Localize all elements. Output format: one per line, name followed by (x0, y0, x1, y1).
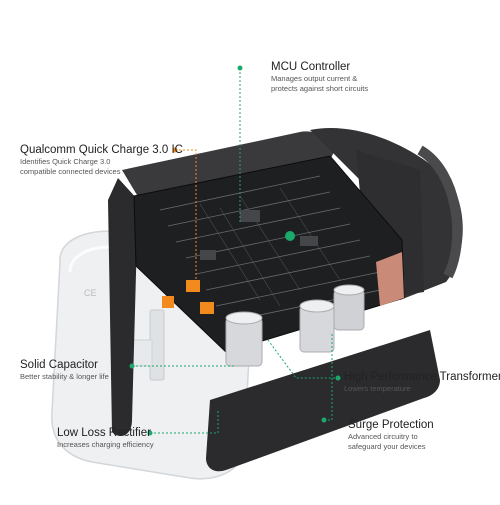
callout-desc: Advanced circuitry to (348, 432, 418, 441)
callout-title: MCU Controller (271, 61, 351, 73)
callout-title: High Performance Transformer (344, 371, 500, 383)
callout-mcu-controller: MCU Controller Manages output current & … (271, 60, 368, 94)
callout-title: Surge Protection (348, 419, 434, 431)
callout-title: Low Loss Rectifier (57, 427, 151, 439)
callout-desc: Manages output current & (271, 74, 358, 83)
qc-chip-highlight (186, 280, 200, 292)
callout-desc: protects against short circuits (271, 84, 369, 93)
capacitors (225, 284, 365, 367)
callout-quick-charge-ic: Qualcomm Quick Charge 3.0 IC Identifies … (20, 143, 183, 177)
ce-mark: CE (84, 288, 97, 298)
mcu-marker-dot (285, 231, 295, 241)
callout-title: Solid Capacitor (20, 359, 98, 371)
callout-desc: Increases charging efficiency (57, 440, 154, 449)
callout-solid-capacitor: Solid Capacitor Better stability & longe… (20, 358, 109, 382)
dark-housing (108, 128, 463, 472)
callout-desc: Better stability & longer life (20, 372, 109, 381)
callout-desc: Identifies Quick Charge 3.0 (20, 157, 111, 166)
leader-lines (132, 68, 338, 434)
callout-desc: safeguard your devices (348, 442, 426, 451)
callout-surge-protection: Surge Protection Advanced circuitry to s… (348, 418, 434, 452)
callout-desc: Lowers temperature (344, 384, 411, 393)
callout-transformer: High Performance Transformer Lowers temp… (344, 370, 500, 394)
callout-desc: compatible connected devices (20, 167, 121, 176)
transformer-core (376, 252, 404, 306)
callout-title: Qualcomm Quick Charge 3.0 IC (20, 144, 183, 156)
callout-rectifier: Low Loss Rectifier Increases charging ef… (57, 426, 154, 450)
